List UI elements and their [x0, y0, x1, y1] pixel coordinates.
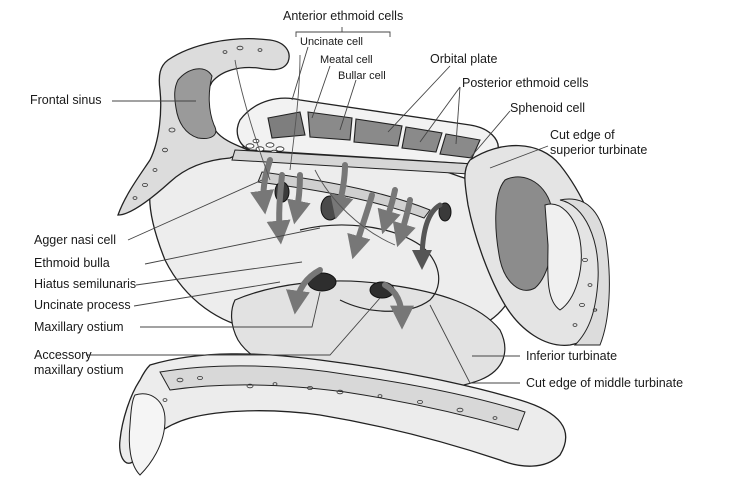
label-cut-edge-superior-line2: superior turbinate: [550, 143, 648, 157]
label-ethmoid-bulla: Ethmoid bulla: [34, 256, 110, 270]
label-frontal-sinus: Frontal sinus: [30, 93, 102, 107]
label-hiatus-semilunaris: Hiatus semilunaris: [34, 277, 137, 291]
palate-bone-band: [159, 365, 526, 431]
label-orbital-plate: Orbital plate: [430, 52, 498, 66]
label-accessory-maxillary-ostium: Accessory maxillary ostium: [34, 348, 124, 378]
drainage-arrows: [250, 157, 416, 330]
label-inferior-turbinate: Inferior turbinate: [526, 349, 618, 363]
label-cut-edge-middle-turbinate: Cut edge of middle turbinate: [526, 376, 684, 390]
sphenoid-sinus-cavity: [495, 176, 554, 291]
label-cut-edge-superior-turbinate: Cut edge of superior turbinate: [550, 128, 647, 158]
label-uncinate-cell: Uncinate cell: [300, 36, 363, 48]
label-accessory-line1: Accessory: [34, 348, 92, 362]
frontal-sinus-cavity: [174, 68, 217, 139]
label-uncinate-process: Uncinate process: [34, 298, 131, 312]
label-meatal-cell: Meatal cell: [320, 54, 373, 66]
guide-curves: [234, 54, 396, 246]
clivus: [559, 198, 610, 346]
bone-texture-sphenoid: [572, 257, 598, 327]
bone-texture-frontal: [132, 45, 263, 200]
label-cut-edge-superior-line1: Cut edge of: [550, 128, 615, 142]
label-posterior-ethmoid-cells: Posterior ethmoid cells: [462, 76, 589, 90]
label-agger-nasi-cell: Agger nasi cell: [34, 233, 116, 247]
sphenoid-posterior: [544, 203, 582, 311]
label-bullar-cell: Bullar cell: [338, 70, 386, 82]
sphenoid-ostium-opening: [438, 202, 452, 222]
label-maxillary-ostium: Maxillary ostium: [34, 320, 124, 334]
label-anterior-ethmoid-cells: Anterior ethmoid cells: [283, 9, 404, 23]
leader-lines: [86, 27, 549, 384]
label-accessory-line2: maxillary ostium: [34, 363, 124, 377]
label-sphenoid-cell: Sphenoid cell: [510, 101, 586, 115]
incisor-region: [128, 393, 166, 476]
sphenoid-drainage-arrow: [412, 202, 443, 270]
